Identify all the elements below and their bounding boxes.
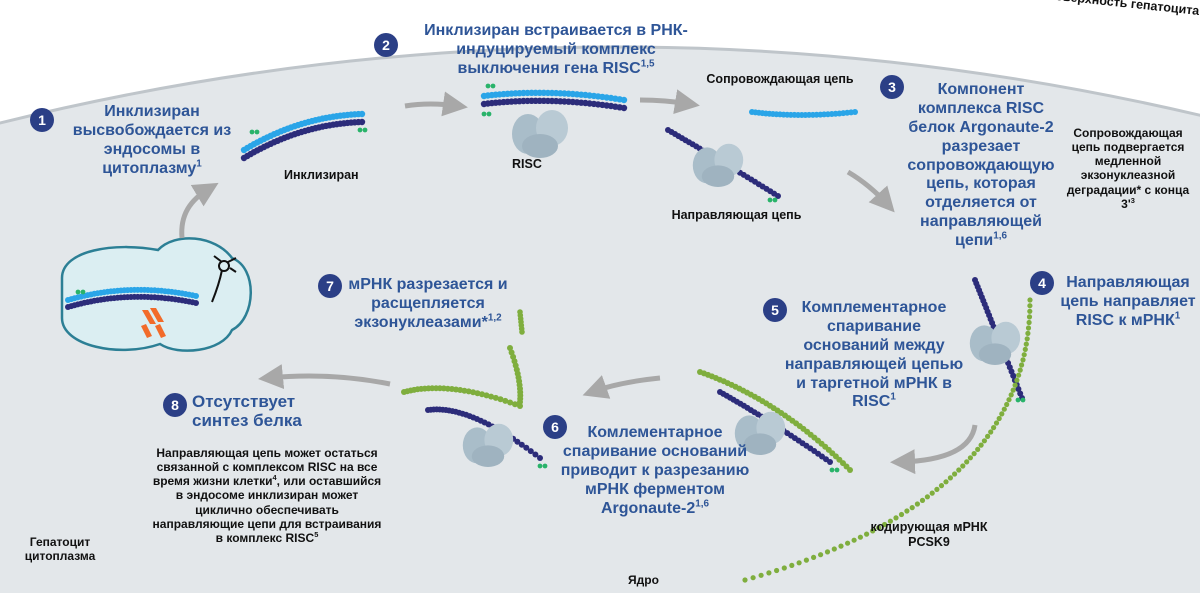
mrna-6a: [401, 385, 523, 409]
rna-strands: [65, 83, 1033, 583]
ldl-receptor-icon: [141, 308, 166, 338]
step-6-number: 6: [543, 415, 567, 439]
inclisiran-passenger-strand: [240, 110, 366, 154]
mrna-label: кодирующая мРНК PCSK9: [870, 520, 988, 549]
risc-complex-4: [969, 321, 1021, 365]
arrow-1-to-inclisiran: [179, 182, 219, 239]
step-8-note: Направляющая цепь может остаться связанн…: [152, 446, 382, 545]
arrow-to-step-2: [404, 91, 468, 117]
step-2-number: 2: [374, 33, 398, 57]
mrna-fragment: [517, 309, 525, 335]
asgpr-icon: [211, 255, 237, 303]
nucleus-label: Ядро: [628, 573, 659, 587]
step-1-text: Инклизиран высвобождается из эндосомы в …: [72, 103, 232, 177]
endosome-passenger-strand: [65, 286, 199, 303]
pcsk9-mrna: [742, 297, 1033, 583]
step-5-number: 5: [763, 298, 787, 322]
mrna-5: [697, 369, 853, 473]
step-7-number: 7: [318, 274, 342, 298]
step-4-text: Направляющая цепь направляет RISC к мРНК…: [1060, 274, 1196, 329]
risc-passenger-strand: [480, 89, 628, 104]
arrow-to-step-5: [890, 424, 978, 475]
inclisiran-guide-strand: [240, 118, 366, 162]
arrow-to-step-3b: [846, 169, 895, 213]
hepatocyte-membrane: [0, 45, 1200, 125]
guide-strand-label: Направляющая цепь: [671, 208, 802, 222]
risc-guide-strand: [480, 97, 628, 112]
arrow-to-step-6: [582, 375, 661, 399]
risc-complex-2: [512, 110, 568, 158]
step-8-number: 8: [163, 393, 187, 417]
step-6-text: Комлементарное спаривание оснований прив…: [560, 424, 750, 517]
passenger-degradation-label: Сопровождающая цепь подвергается медленн…: [1066, 126, 1190, 211]
endosome-guide-strand: [65, 293, 199, 310]
step-7-text: мРНК разрезается и расщепляется экзонукл…: [348, 276, 508, 331]
step-8-text: Отсутствует синтез белка: [192, 392, 302, 431]
step-5-text: Комплементарное спаривание оснований меж…: [784, 299, 964, 411]
risc-complex-3: [692, 143, 744, 187]
released-passenger-strand: [749, 109, 858, 118]
arrow-to-step-3: [639, 89, 700, 114]
step-2-text: Инклизиран встраивается в РНК-индуцируем…: [424, 22, 688, 77]
mrna-6b: [507, 345, 524, 405]
step-3-number: 3: [880, 75, 904, 99]
step-1-number: 1: [30, 108, 54, 132]
risc-complex-5: [734, 411, 786, 455]
risc-complex-6: [462, 423, 514, 467]
process-arrows: [179, 89, 978, 475]
inclisiran-label: Инклизиран: [284, 168, 359, 182]
risc-complexes: [462, 110, 1021, 467]
passenger-strand-label: Сопровождающая цепь: [706, 72, 854, 86]
risc-label: RISC: [512, 157, 542, 171]
hepatocyte-cytoplasm-label: Гепатоцит цитоплазма: [24, 535, 96, 564]
step-4-number: 4: [1030, 271, 1054, 295]
step-3-text: Компонент комплекса RISC белок Argonaute…: [907, 81, 1055, 249]
arrow-to-step-8: [258, 364, 391, 389]
endosome: [60, 237, 252, 352]
